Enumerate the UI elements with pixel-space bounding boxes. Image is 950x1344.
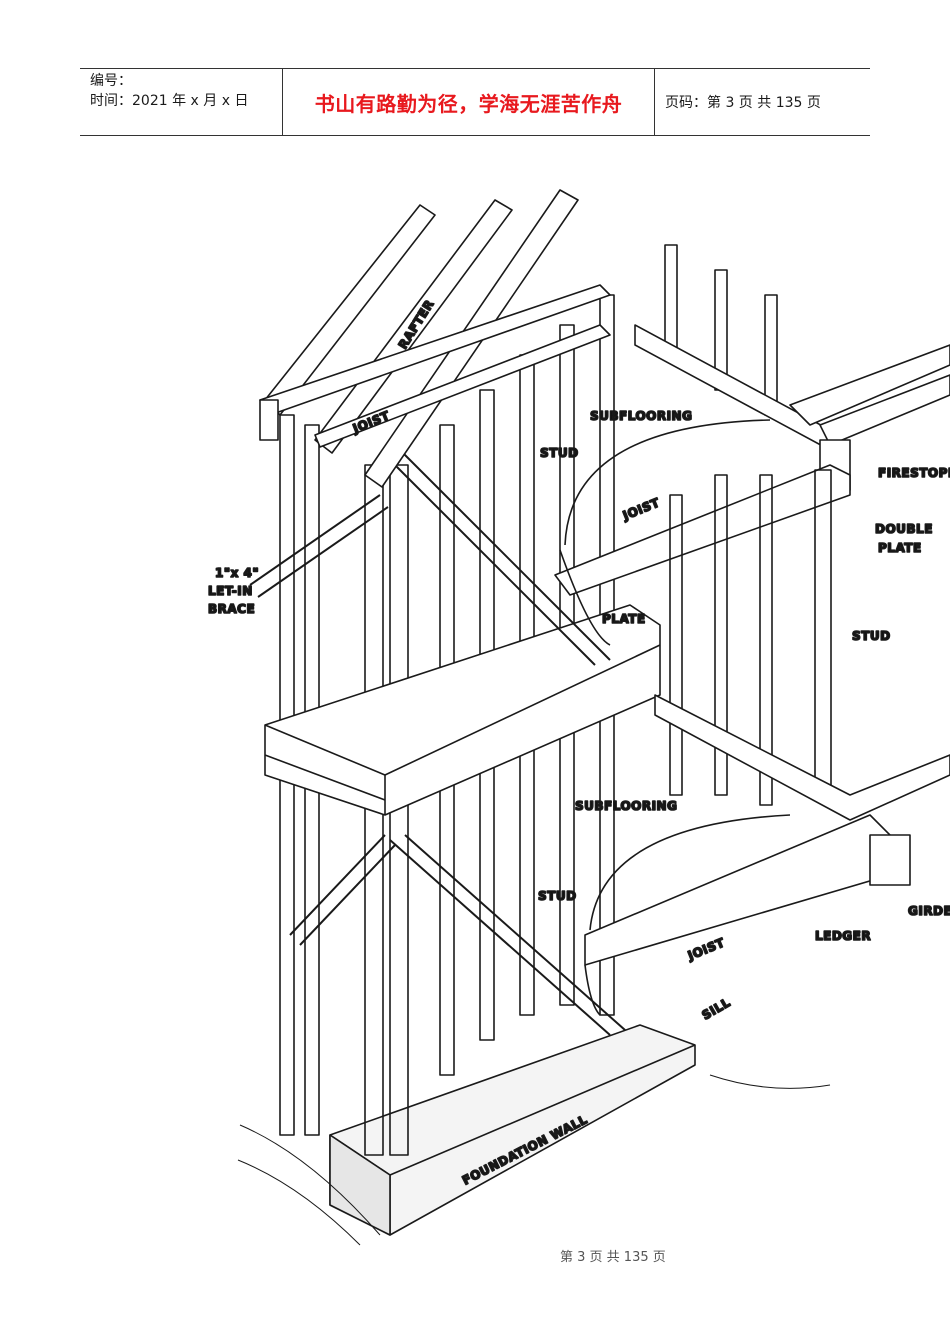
label-brace-line2: LET-IN xyxy=(208,584,253,598)
label-double-line2: PLATE xyxy=(878,541,922,555)
motto-text: 书山有路勤为径，学海无涯苦作舟 xyxy=(314,91,623,116)
header-middle-cell: 书山有路勤为径，学海无涯苦作舟 xyxy=(282,69,655,135)
label-firestop: FIRESTOPP xyxy=(878,466,950,480)
label-plate: PLATE xyxy=(602,612,646,626)
framing-illustration: RAFTER JOIST STUD 1"x 4" LET-IN BRACE SU… xyxy=(190,175,950,1255)
label-brace-line1: 1"x 4" xyxy=(215,566,259,580)
framing-drawing: RAFTER JOIST STUD 1"x 4" LET-IN BRACE SU… xyxy=(207,189,950,1246)
label-stud-bottom: STUD xyxy=(538,889,577,903)
rafters xyxy=(264,189,579,488)
label-ledger: LEDGER xyxy=(815,929,871,943)
lower-right-floor xyxy=(584,694,950,1016)
label-brace-line3: BRACE xyxy=(208,602,255,616)
let-in-braces xyxy=(249,449,626,1036)
label-stud-right: STUD xyxy=(852,629,891,643)
floor-band xyxy=(264,604,661,816)
label-joist-mid: JOIST xyxy=(620,495,662,523)
ground-lines xyxy=(237,1074,831,1246)
label-girder: GIRDE xyxy=(908,904,950,918)
page-info: 页码：第 3 页 共 135 页 xyxy=(665,95,821,111)
number-label: 编号： xyxy=(90,73,132,89)
footer-page-number: 第 3 页 共 135 页 xyxy=(560,1250,666,1265)
header-table: 编号： 时间：2021 年 x 月 x 日 书山有路勤为径，学海无涯苦作舟 页码… xyxy=(80,68,870,136)
label-sill: SILL xyxy=(700,995,733,1022)
foundation-wall-shape xyxy=(329,1024,696,1236)
label-subflooring-bottom: SUBFLOORING xyxy=(575,799,677,813)
header-right-cell: 页码：第 3 页 共 135 页 xyxy=(655,69,870,135)
label-stud-top: STUD xyxy=(540,446,579,460)
header-left-cell: 编号： 时间：2021 年 x 月 x 日 xyxy=(80,69,282,135)
label-double-line1: DOUBLE xyxy=(875,522,933,536)
label-joist-bottom: JOIST xyxy=(685,935,727,963)
label-subflooring-top: SUBFLOORING xyxy=(590,409,692,423)
time-label: 时间：2021 年 x 月 x 日 xyxy=(90,93,249,109)
top-joists xyxy=(259,284,611,448)
upper-right-assembly xyxy=(554,244,950,646)
